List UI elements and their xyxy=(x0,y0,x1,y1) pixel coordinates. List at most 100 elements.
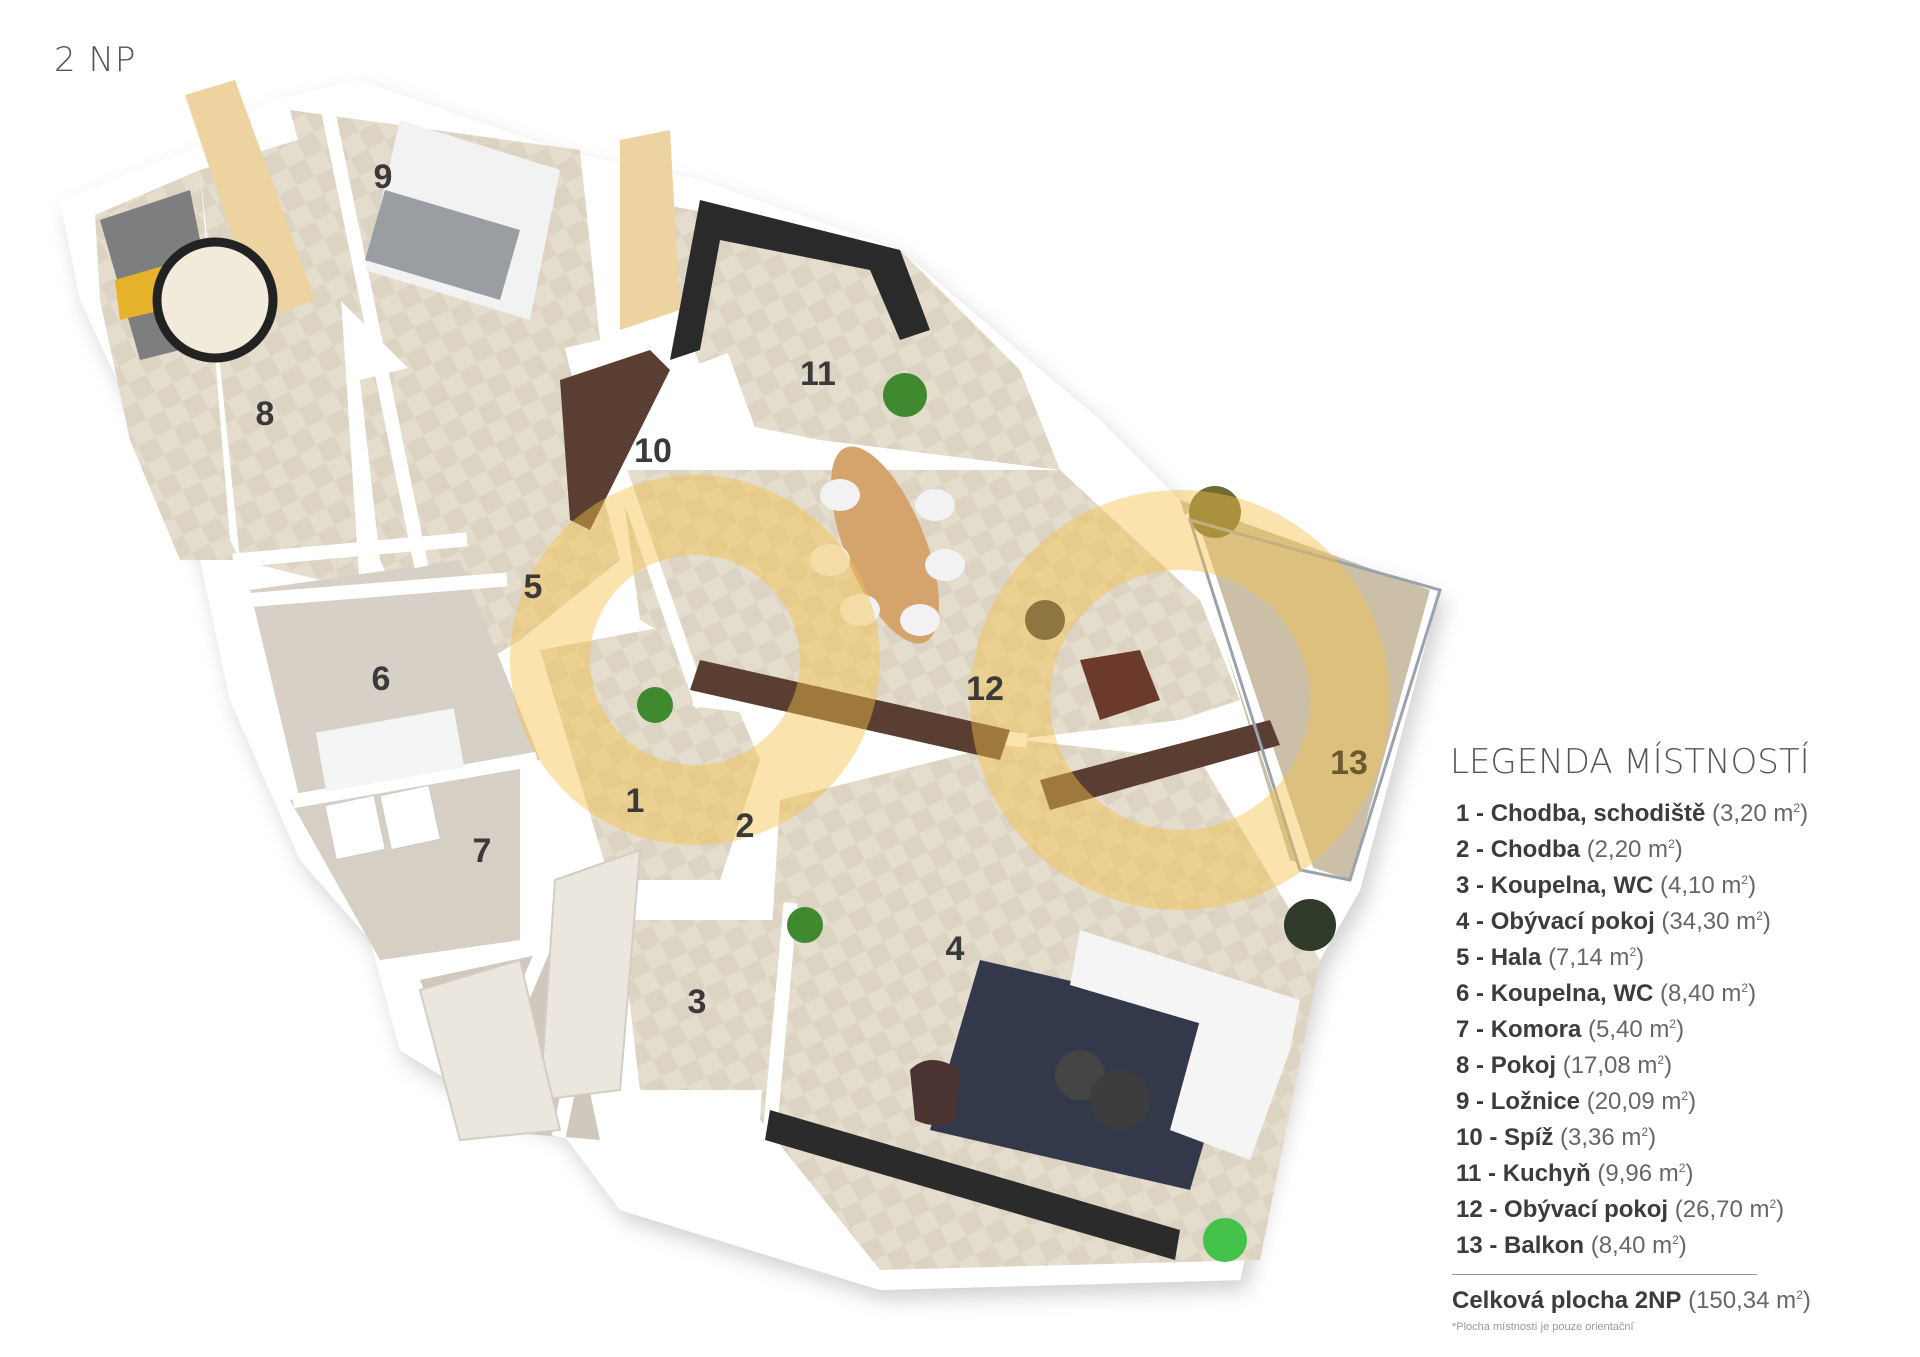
legend-item-8: 8 - Pokoj (17,08 m2) xyxy=(1456,1048,1912,1084)
total-label: Celková plocha 2NP xyxy=(1452,1287,1682,1314)
room-label-1: 1 xyxy=(626,782,645,820)
legend-item-name: Kuchyň xyxy=(1502,1160,1591,1187)
legend-total: Celková plocha 2NP (150,34 m2) xyxy=(1452,1287,1912,1315)
legend-item-separator: - xyxy=(1469,980,1491,1007)
room-label-11: 11 xyxy=(800,355,836,393)
legend-item-name: Chodba xyxy=(1490,836,1581,863)
legend-item-name: Pokoj xyxy=(1490,1052,1557,1079)
legend-item-12: 12 - Obývací pokoj (26,70 m2) xyxy=(1456,1192,1912,1228)
floor-label: 2 NP xyxy=(54,40,137,80)
bed-9 xyxy=(365,120,560,320)
legend-item-separator: - xyxy=(1469,1016,1491,1043)
legend-item-separator: - xyxy=(1469,800,1491,827)
legend-item-name: Ložnice xyxy=(1490,1088,1581,1115)
legend-item-area: (20,09 m2) xyxy=(1586,1088,1697,1115)
room-label-7: 7 xyxy=(473,832,492,870)
legend-item-area: (26,70 m2) xyxy=(1674,1196,1785,1223)
legend-item-area: (5,40 m2) xyxy=(1588,1016,1685,1043)
legend-item-area: (2,20 m2) xyxy=(1586,836,1683,863)
room-label-12: 12 xyxy=(966,670,1004,708)
legend-item-number: 7 xyxy=(1456,1016,1470,1043)
plants xyxy=(637,373,1336,1262)
sideboard xyxy=(1040,720,1280,810)
legend-item-3: 3 - Koupelna, WC (4,10 m2) xyxy=(1456,868,1912,904)
tv-wall-unit xyxy=(765,1110,1180,1260)
room-label-13: 13 xyxy=(1330,744,1368,782)
staircase xyxy=(418,848,642,1142)
tv-cabinet xyxy=(690,660,1010,760)
legend-item-area: (8,40 m2) xyxy=(1590,1232,1687,1259)
legend-item-number: 6 xyxy=(1456,980,1470,1007)
legend-item-number: 10 xyxy=(1456,1124,1483,1151)
bed-8 xyxy=(100,190,278,363)
room-legend: LEGENDA MÍSTNOSTÍ 1 - Chodba, schodiště … xyxy=(1450,742,1912,1333)
room-label-4: 4 xyxy=(946,930,965,968)
legend-item-number: 12 xyxy=(1456,1196,1483,1223)
legend-item-separator: - xyxy=(1469,908,1491,935)
legend-item-number: 3 xyxy=(1456,872,1470,899)
room-label-8: 8 xyxy=(256,395,275,433)
kitchen-counter xyxy=(670,200,930,457)
legend-divider xyxy=(1452,1274,1757,1275)
legend-item-separator: - xyxy=(1482,1232,1505,1259)
legend-item-13: 13 - Balkon (8,40 m2) xyxy=(1456,1228,1912,1264)
legend-item-number: 2 xyxy=(1456,836,1470,863)
legend-item-number: 11 xyxy=(1456,1160,1482,1187)
legend-item-area: (17,08 m2) xyxy=(1562,1052,1673,1079)
room-label-6: 6 xyxy=(372,660,391,698)
legend-list: 1 - Chodba, schodiště (3,20 m2)2 - Chodb… xyxy=(1452,796,1912,1264)
legend-item-name: Chodba, schodiště xyxy=(1490,800,1706,827)
circulation-highlight xyxy=(510,475,1390,910)
legend-item-name: Obývací pokoj xyxy=(1490,908,1655,935)
room-label-5: 5 xyxy=(524,568,543,606)
legend-item-area: (3,36 m2) xyxy=(1560,1124,1657,1151)
legend-item-10: 10 - Spíž (3,36 m2) xyxy=(1456,1120,1912,1156)
legend-item-area: (4,10 m2) xyxy=(1660,872,1757,899)
legend-item-area: (3,20 m2) xyxy=(1712,800,1809,827)
legend-item-name: Obývací pokoj xyxy=(1504,1196,1669,1223)
legend-item-name: Koupelna, WC xyxy=(1490,872,1654,899)
living-4-furniture xyxy=(910,930,1300,1190)
legend-item-number: 4 xyxy=(1456,908,1470,935)
legend-item-area: (7,14 m2) xyxy=(1548,944,1645,971)
room-label-2: 2 xyxy=(736,807,755,845)
legend-item-number: 9 xyxy=(1456,1088,1470,1115)
legend-item-6: 6 - Koupelna, WC (8,40 m2) xyxy=(1456,976,1912,1012)
legend-item-11: 11 - Kuchyň (9,96 m2) xyxy=(1456,1156,1912,1192)
legend-item-separator: - xyxy=(1482,1196,1505,1223)
washing-machines xyxy=(324,784,441,861)
legend-item-4: 4 - Obývací pokoj (34,30 m2) xyxy=(1456,904,1912,940)
legend-item-7: 7 - Komora (5,40 m2) xyxy=(1456,1012,1912,1048)
legend-item-number: 5 xyxy=(1456,944,1470,971)
legend-item-separator: - xyxy=(1469,1052,1491,1079)
legend-item-separator: - xyxy=(1469,1088,1491,1115)
legend-item-name: Hala xyxy=(1490,944,1542,971)
legend-title: LEGENDA MÍSTNOSTÍ xyxy=(1450,742,1810,782)
legend-item-separator: - xyxy=(1469,836,1491,863)
legend-item-number: 1 xyxy=(1456,800,1470,827)
room-labels: 1 2 3 4 5 6 7 8 9 10 11 12 13 xyxy=(256,158,1368,1021)
legend-item-2: 2 - Chodba (2,20 m2) xyxy=(1456,832,1912,868)
legend-item-name: Spíž xyxy=(1504,1124,1554,1151)
legend-note: *Plocha místností je pouze orientační xyxy=(1452,1321,1634,1333)
room-label-10: 10 xyxy=(634,432,672,470)
legend-item-separator: - xyxy=(1469,944,1491,971)
legend-item-name: Komora xyxy=(1490,1016,1582,1043)
legend-item-area: (8,40 m2) xyxy=(1660,980,1757,1007)
legend-item-number: 8 xyxy=(1456,1052,1470,1079)
total-area: (150,34 m2) xyxy=(1688,1287,1811,1314)
room-label-9: 9 xyxy=(374,158,393,196)
legend-item-name: Balkon xyxy=(1504,1232,1585,1259)
balcony xyxy=(1187,517,1442,882)
legend-item-9: 9 - Ložnice (20,09 m2) xyxy=(1456,1084,1912,1120)
legend-item-separator: - xyxy=(1469,872,1491,899)
butterfly-chair xyxy=(1080,650,1160,720)
legend-item-number: 13 xyxy=(1456,1232,1483,1259)
legend-item-separator: - xyxy=(1482,1124,1505,1151)
legend-item-area: (34,30 m2) xyxy=(1661,908,1771,935)
pantry-cabinet xyxy=(560,350,670,530)
room-label-3: 3 xyxy=(688,983,707,1021)
legend-item-name: Koupelna, WC xyxy=(1490,980,1654,1007)
legend-item-1: 1 - Chodba, schodiště (3,20 m2) xyxy=(1456,796,1912,832)
